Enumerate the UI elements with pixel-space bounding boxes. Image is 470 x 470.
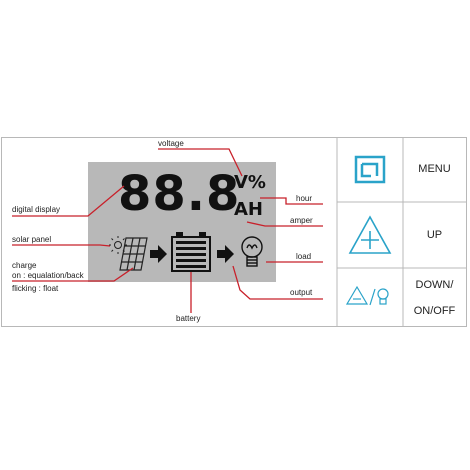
light-bulb-icon	[241, 236, 263, 267]
leader-line-solar-panel	[12, 244, 111, 247]
label-charge: charge	[12, 261, 37, 270]
leader-line-digital-display	[12, 185, 125, 217]
lcd-digits: 88.8	[118, 166, 241, 222]
down-onoff-icon	[345, 285, 389, 306]
arrow-right-icon	[150, 245, 167, 263]
label-output: output	[290, 288, 313, 297]
menu-button-label: MENU	[418, 163, 451, 175]
leader-line-amper	[246, 221, 323, 227]
up-triangle-icon	[348, 215, 392, 254]
up-button[interactable]: UP	[337, 203, 466, 268]
label-hour: hour	[296, 194, 313, 203]
battery-icon	[171, 232, 211, 272]
onoff-button-label: ON/OFF	[413, 305, 456, 317]
solar-panel-icon	[119, 237, 148, 271]
menu-button[interactable]: MENU	[337, 138, 466, 202]
label-digital-display: digital display	[12, 205, 61, 214]
label-charge-float: flicking : float	[12, 284, 59, 293]
label-battery: battery	[176, 314, 201, 323]
label-charge-equalation: on : equalation/back	[12, 271, 84, 280]
leader-line-voltage	[158, 148, 243, 177]
down-button-label: DOWN/	[415, 279, 454, 291]
label-solar-panel: solar panel	[12, 235, 52, 244]
up-button-label: UP	[426, 229, 443, 241]
leader-line-hour	[260, 197, 323, 205]
arrow-right-icon	[217, 245, 234, 263]
label-load: load	[296, 252, 312, 261]
label-voltage: voltage	[158, 139, 184, 148]
label-amper: amper	[290, 216, 313, 225]
menu-square-icon	[354, 155, 386, 184]
leader-line-charge	[12, 267, 134, 282]
down-onoff-button[interactable]: DOWN/ ON/OFF	[337, 269, 466, 327]
lcd-unit-voltage-percent: V%	[234, 172, 266, 193]
lcd-unit-amp-hour: AH	[234, 199, 263, 220]
leader-line-output	[232, 265, 323, 300]
